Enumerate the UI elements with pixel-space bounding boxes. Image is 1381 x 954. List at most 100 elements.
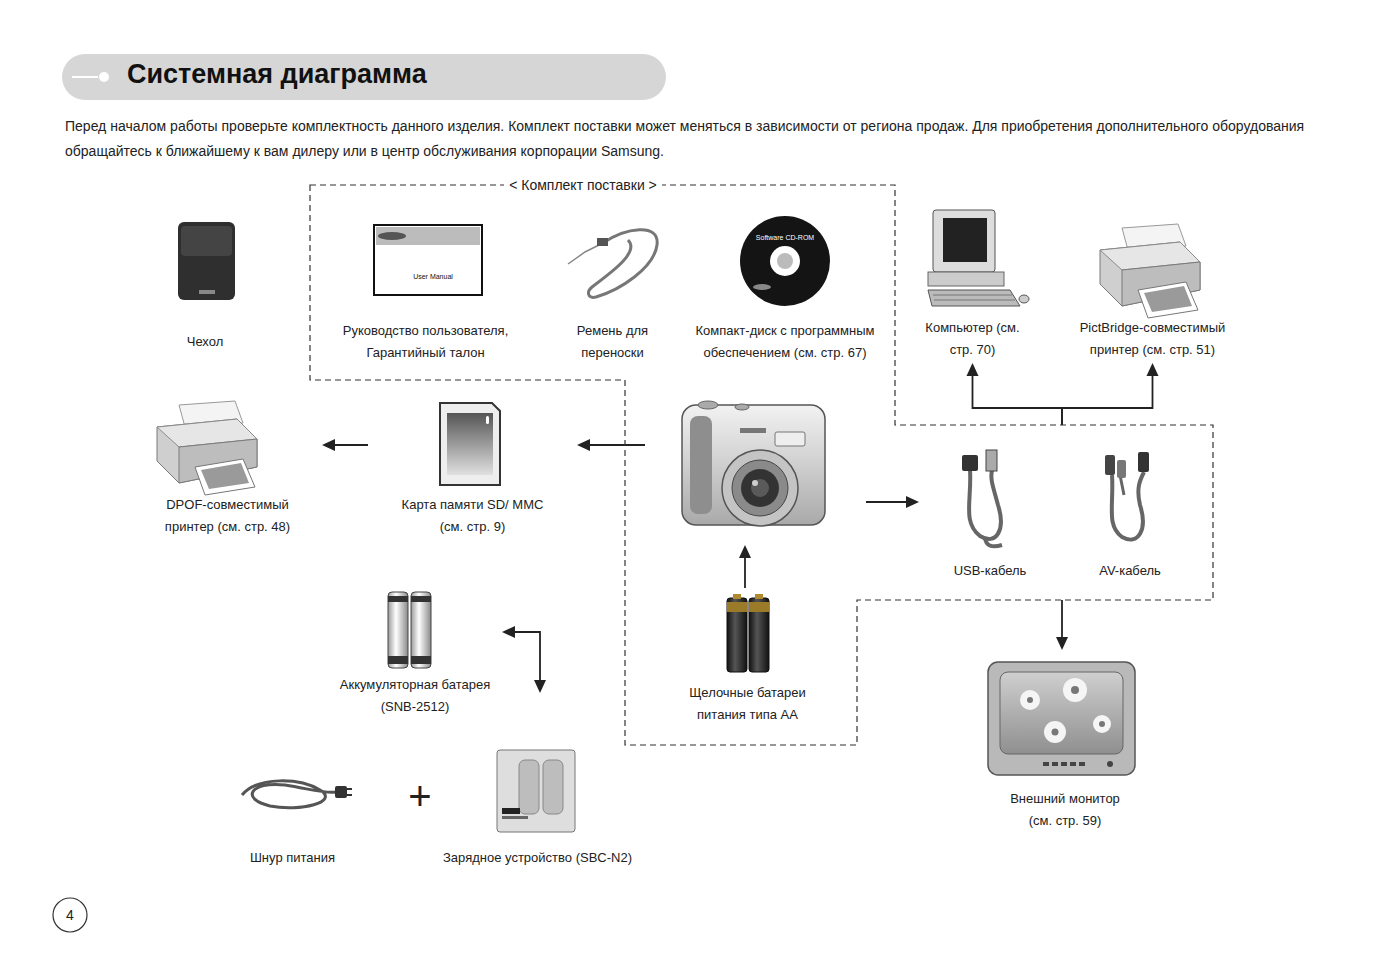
cd-picture (753, 284, 771, 290)
av-cable-picture (1105, 455, 1115, 475)
accessory-item: Шнур питания (230, 770, 355, 869)
sd-card-picture (447, 413, 493, 475)
layout-arrow (739, 496, 919, 588)
charger-picture (497, 750, 575, 832)
tv-monitor-picture (1093, 715, 1111, 733)
accessory-item: Компакт-диск с программным обеспечением … (685, 210, 885, 364)
power-cord-picture (347, 794, 352, 796)
computer-picture (933, 295, 1012, 296)
aa-battery-picture (755, 594, 763, 599)
layout-arrow (744, 558, 746, 588)
av-cable-picture (1117, 460, 1126, 478)
aa-battery-picture (727, 598, 747, 672)
accessory-item: Зарядное устройство (SBC-N2) (430, 695, 645, 869)
arrow-head (534, 680, 546, 693)
sd-card-picture (486, 416, 489, 424)
tv-monitor-picture (1063, 678, 1087, 702)
case-picture (181, 226, 232, 256)
tv-monitor-picture (1043, 762, 1049, 766)
rechargeable-battery-picture (388, 656, 408, 664)
tv-monitor-picture (1061, 762, 1067, 766)
camera-picture (732, 460, 788, 516)
tv-monitor-picture (1052, 762, 1058, 766)
connector-arrow (577, 439, 645, 451)
accessory-item: Ремень для переноски (555, 220, 670, 364)
power-cord-picture (242, 781, 352, 808)
item-caption: Карта памяти SD/ MMC (см. стр. 9) (393, 494, 553, 538)
power-cord-picture (335, 786, 347, 798)
tv-monitor-picture (1079, 762, 1085, 766)
aa-battery-picture (727, 594, 769, 672)
charger-picture (497, 750, 575, 832)
arrow-head (967, 363, 979, 376)
title-band (99, 72, 109, 82)
accessory-item: AV-кабель (1085, 440, 1175, 582)
camera-picture (682, 405, 825, 525)
power-cord-picture (347, 788, 352, 790)
case-picture (199, 290, 215, 294)
connector-arrow (322, 439, 368, 451)
connector-line (590, 444, 645, 446)
aa-battery-picture (727, 602, 747, 612)
camera-picture (775, 432, 805, 446)
usb-cable-picture (962, 450, 1002, 546)
strap-picture (568, 230, 657, 298)
item-caption: Аккумуляторная батарея (SNB-2512) (333, 674, 498, 718)
item-caption: Чехол (155, 331, 255, 353)
accessory-item: Карта памяти SD/ MMC (см. стр. 9) (370, 398, 575, 538)
strap-picture (597, 238, 608, 246)
pictbridge-printer-picture (1100, 224, 1200, 318)
aa-battery-picture (749, 598, 769, 672)
dpof-printer-picture (157, 401, 257, 495)
arrow-head (577, 439, 590, 451)
accessory-item: USB-кабель (935, 440, 1045, 582)
charger-picture (543, 760, 563, 814)
item-caption: Компакт-диск с программным обеспечением … (685, 320, 885, 364)
computer-picture (928, 290, 1020, 306)
tv-monitor-picture (1044, 721, 1066, 743)
strap-picture (589, 230, 658, 298)
cd-picture (740, 216, 830, 306)
computer-picture (934, 300, 1015, 301)
item-caption: Компьютер (см. стр. 70) (918, 317, 1028, 361)
rechargeable-battery-picture (388, 596, 408, 602)
rechargeable-battery-picture (411, 656, 431, 664)
tv-monitor-picture (1099, 721, 1105, 727)
camera-picture (682, 401, 825, 526)
rechargeable-battery-picture (411, 592, 431, 668)
usb-cable-picture (962, 455, 978, 471)
computer-picture (928, 210, 1029, 306)
tv-monitor-picture (1000, 672, 1123, 754)
accessory-item: PictBridge-совместимый принтер (см. стр.… (1075, 200, 1230, 361)
accessory-item: Компьютер (см. стр. 70) (915, 200, 1030, 361)
accessory-item: Щелочные батареи питания типа AA (680, 592, 815, 726)
arrow-head (1056, 637, 1068, 650)
manual-picture (374, 225, 482, 295)
rechargeable-battery-picture (411, 596, 431, 602)
camera-picture (751, 479, 769, 497)
disc-text: Software CD-ROM (740, 233, 830, 242)
connector-arrow (502, 626, 546, 693)
connector-line (1061, 600, 1063, 637)
page-number-circle (53, 898, 87, 932)
sd-card-picture (440, 403, 500, 485)
manual-picture (378, 232, 406, 240)
computer-picture (1019, 295, 1029, 303)
connector-arrow (1062, 363, 1159, 425)
usb-cable-picture (985, 538, 1002, 546)
camera-picture (752, 480, 758, 486)
item-caption: Ремень для переноски (558, 320, 668, 364)
arrow-head (502, 626, 515, 638)
connector-arrow (967, 363, 1063, 425)
item-caption: Шнур питания (233, 847, 353, 869)
camera-picture (690, 416, 712, 514)
accessory-item: DPOF-совместимый принтер (см. стр. 48) (135, 395, 320, 538)
page-title: Системная диаграмма (127, 56, 427, 92)
aa-battery-picture (733, 594, 741, 599)
tv-monitor-picture (1052, 729, 1059, 736)
layout-arrow (866, 501, 906, 503)
av-cable-picture (1112, 472, 1144, 540)
computer-picture (943, 218, 987, 262)
tv-monitor-picture (1071, 686, 1079, 694)
tv-monitor-picture (1027, 697, 1033, 703)
